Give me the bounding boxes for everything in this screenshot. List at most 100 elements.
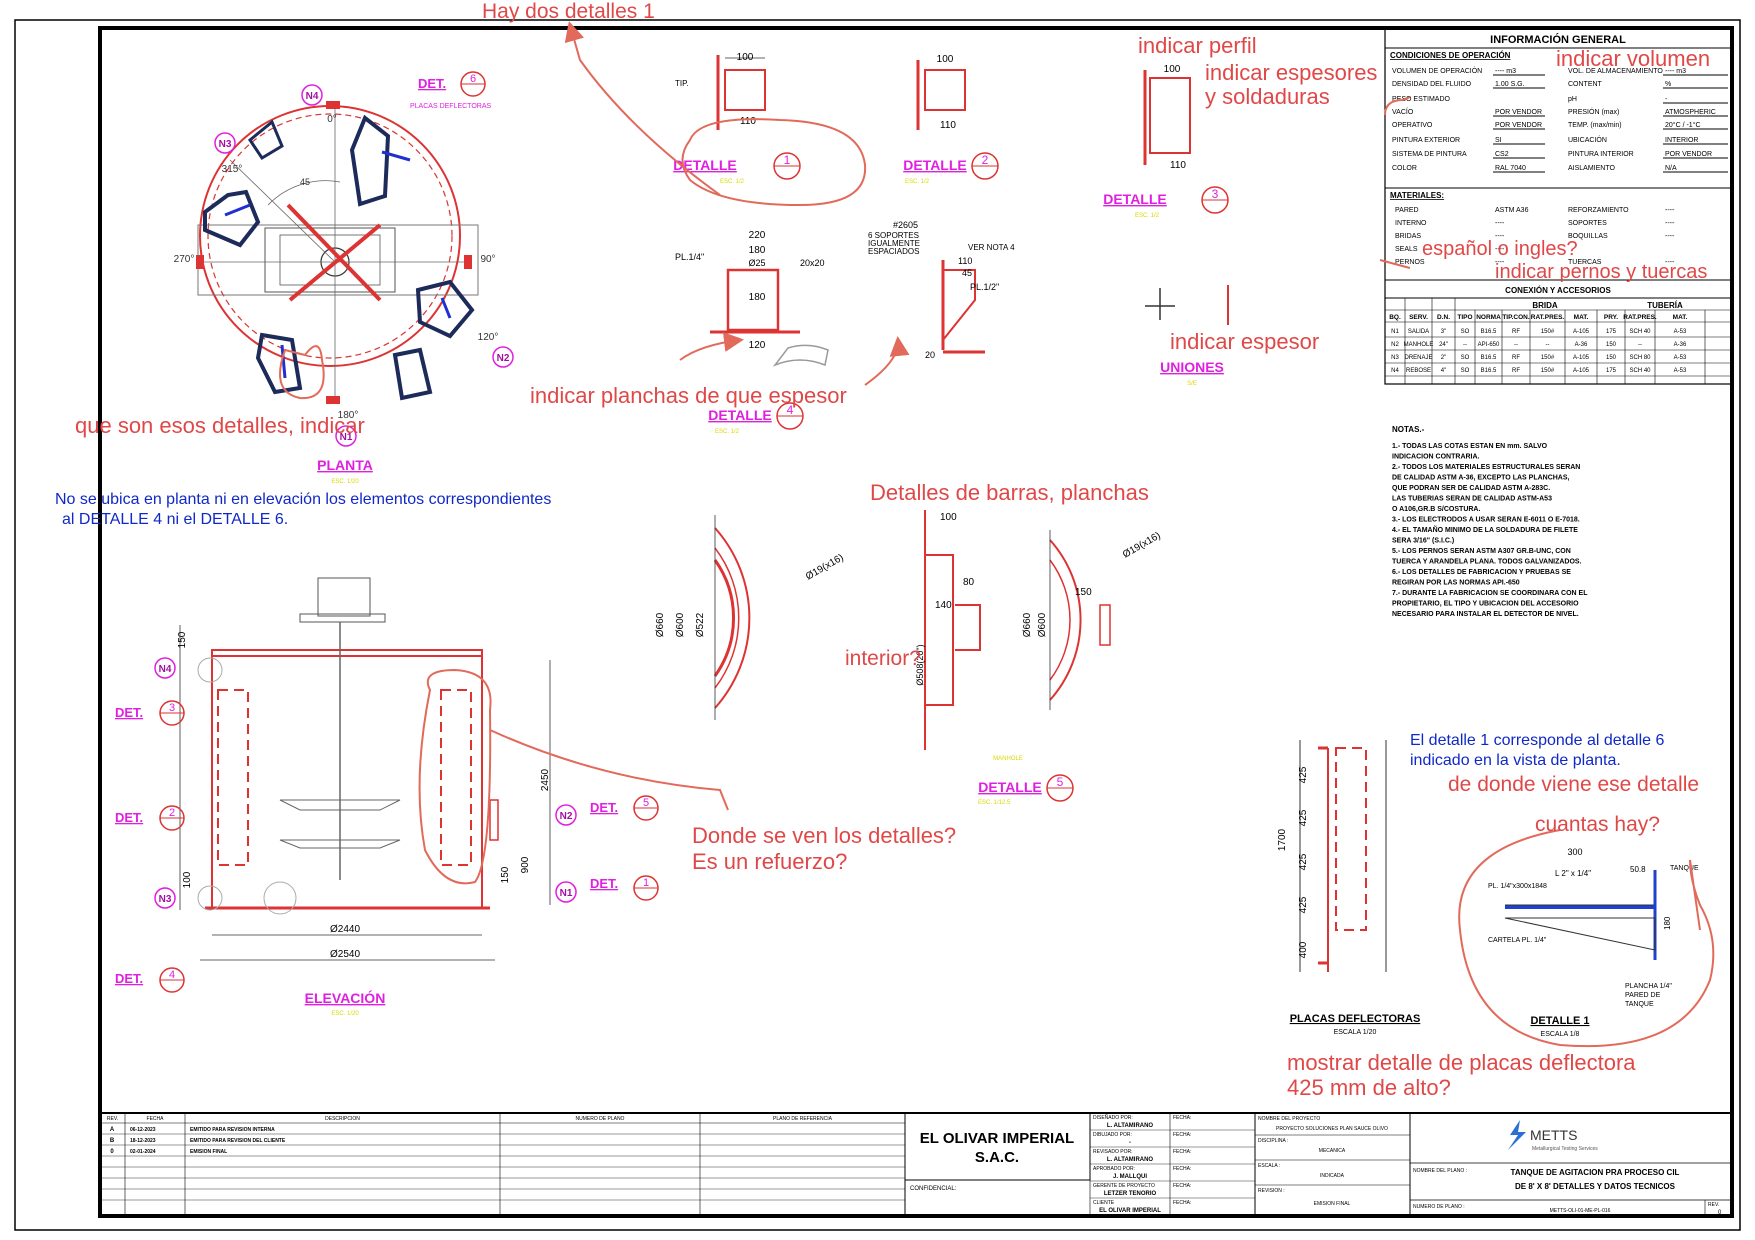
company-name: EL OLIVAR IMPERIAL xyxy=(920,1130,1074,1147)
elev-n3: N3 xyxy=(159,894,172,905)
info-title: INFORMACIÓN GENERAL xyxy=(1490,33,1626,46)
elev-det1-num: 1 xyxy=(643,877,649,889)
note-que-son-detalles: que son esos detalles, indicar xyxy=(75,413,365,438)
blue-note-1: No se ubica en planta ni en elevación lo… xyxy=(55,491,551,508)
conn-cell: SCH 80 xyxy=(1629,355,1651,361)
note-refuerzo: Es un refuerzo? xyxy=(692,849,847,874)
detail-1: 100 TIP. 110 DETALLE 1 ESC. 1/2 xyxy=(673,52,801,185)
note-indicar-volumen: indicar volumen xyxy=(1556,46,1710,71)
review-markup xyxy=(279,21,1715,1048)
conn-cell: 150# xyxy=(1541,368,1555,374)
uniones-scale: S/E xyxy=(1187,381,1197,387)
blue-note-3: El detalle 1 corresponde al detalle 6 xyxy=(1410,732,1664,749)
mat-left-label: PERNOS xyxy=(1395,259,1425,266)
rev-cell: A xyxy=(110,1127,115,1133)
escala-label: ESCALA : xyxy=(1258,1163,1280,1169)
role-value: L. ALTAMIRANO xyxy=(1107,1157,1154,1163)
conn-cell: A-53 xyxy=(1674,355,1687,361)
mat-left-value: ---- xyxy=(1495,233,1505,240)
rev-cell: 0 xyxy=(110,1149,114,1155)
d4-dim-180b: 180 xyxy=(749,292,766,303)
det1b-cartela: CARTELA PL. 1/4" xyxy=(1488,937,1547,944)
elev-det1-label: DET. xyxy=(590,876,618,891)
info-mat-title: MATERIALES: xyxy=(1390,191,1444,200)
plano-name-1: TANQUE DE AGITACION PRA PROCESO CIL xyxy=(1511,1168,1680,1177)
info-left-label: SISTEMA DE PINTURA xyxy=(1392,151,1467,158)
info-left-value: CS2 xyxy=(1495,151,1509,158)
d2-dim-100: 100 xyxy=(937,54,954,65)
conn-header: RAT.PRES. xyxy=(1623,314,1657,321)
elev-det5-label: DET. xyxy=(590,800,618,815)
note-line: INDICACION CONTRARIA. xyxy=(1392,454,1480,461)
conn-cell: 150 xyxy=(1606,342,1617,348)
note-line: 3.- LOS ELECTRODOS A USAR SERAN E-6011 O… xyxy=(1392,517,1580,524)
conn-cell: RF xyxy=(1512,355,1520,361)
elev-dim-2450: 2450 xyxy=(540,768,551,791)
info-right-value: 20°C / -1°C xyxy=(1665,121,1701,129)
role-value: EL OLIVAR IMPERIAL xyxy=(1099,1208,1161,1214)
mat-right-value: ---- xyxy=(1665,220,1675,227)
d3-number: 3 xyxy=(1212,187,1219,201)
conn-cell: N3 xyxy=(1391,355,1399,361)
info-right-label: VOL. DE ALMACENAMIENTO xyxy=(1568,68,1663,75)
d4-dim-120: 120 xyxy=(749,340,766,351)
info-left-label: PESO ESTIMADO xyxy=(1392,96,1451,103)
mat-left-label: SEALS xyxy=(1395,246,1418,253)
conn-group: BRIDA xyxy=(1532,301,1558,310)
det1b-angle: L 2" x 1/4" xyxy=(1555,869,1591,878)
role-date: FECHA: xyxy=(1173,1166,1191,1172)
note-line: 1.- TODAS LAS COTAS ESTAN EN mm. SALVO xyxy=(1392,443,1548,450)
d1-label: DETALLE xyxy=(673,157,737,173)
det1b-180: 180 xyxy=(1663,916,1672,930)
mat-right-label: REFORZAMIENTO xyxy=(1568,207,1629,214)
d4-dim-220: 220 xyxy=(749,230,766,241)
mh-80: 80 xyxy=(963,577,975,588)
proyecto-value: PROYECTO SOLUCIONES PLAN SAUCE OLIVO xyxy=(1276,1126,1388,1132)
elevation-title: ELEVACIÓN xyxy=(305,989,386,1006)
notes: NOTAS.-1.- TODAS LAS COTAS ESTAN EN mm. … xyxy=(1392,425,1588,618)
note-line: LAS TUBERIAS SERAN DE CALIDAD ASTM-A53 xyxy=(1392,496,1552,503)
d4-pl: PL.1/4" xyxy=(675,252,704,262)
conn-cell: RF xyxy=(1512,329,1520,335)
note-indicar-perfil: indicar perfil xyxy=(1138,33,1257,58)
note-425mm: 425 mm de alto? xyxy=(1287,1075,1451,1100)
mat-left-value: ---- xyxy=(1495,246,1505,253)
numero-label: NUMERO DE PLANO : xyxy=(1413,1204,1465,1210)
d1-tip: TIP. xyxy=(675,79,689,88)
conn-cell: A-36 xyxy=(1674,342,1687,348)
conn-cell: A-53 xyxy=(1674,368,1687,374)
info-right-label: AISLAMIENTO xyxy=(1568,165,1615,172)
outer-frame xyxy=(14,19,1741,1231)
conn-cell: 4" xyxy=(1441,368,1446,374)
conn-header: RAT.PRES. xyxy=(1531,314,1565,321)
baffle-scale: ESCALA 1/20 xyxy=(1334,1029,1377,1036)
conn-cell: SO xyxy=(1461,368,1470,374)
d2-dim-110: 110 xyxy=(940,120,956,131)
mat-left-value: ASTM A36 xyxy=(1495,207,1529,214)
conn-header: TIP.CON. xyxy=(1502,314,1530,321)
info-left-label: VOLUMEN DE OPERACIÓN xyxy=(1392,66,1482,75)
sop-nota: VER NOTA 4 xyxy=(968,243,1015,252)
d4-number: 4 xyxy=(787,403,794,417)
elev-n2: N2 xyxy=(560,811,573,822)
flange-522: Ø522 xyxy=(695,612,706,637)
note-mostrar-detalle: mostrar detalle de placas deflectora xyxy=(1287,1050,1636,1075)
review-text: Hay dos detalles 1 indicar perfil indica… xyxy=(75,0,1710,1100)
rev-cell: 02-01-2024 xyxy=(130,1149,156,1155)
blue-note-2: al DETALLE 4 ni el DETALLE 6. xyxy=(62,511,288,528)
role-label: APROBADO POR: xyxy=(1093,1166,1135,1172)
info-right-value: - xyxy=(1665,96,1668,103)
angle-315: 315° xyxy=(222,164,243,175)
detail-4: 220 180 Ø25 20x20 PL.1/4" 180 120 DETALL… xyxy=(675,230,829,435)
plan-det6-number: 6 xyxy=(470,73,476,85)
angle-45: 45 xyxy=(300,177,310,187)
role-label: DISEÑADO POR: xyxy=(1093,1114,1133,1121)
rev-cell: EMISION FINAL xyxy=(190,1149,227,1155)
info-right-label: pH xyxy=(1568,96,1577,103)
baffle-1700: 1700 xyxy=(1277,828,1288,851)
note-de-donde-viene: de donde viene ese detalle xyxy=(1448,773,1699,796)
mat-right-label: TUERCAS xyxy=(1568,259,1602,266)
support-detail: #2605 6 SOPORTES IGUALMENTE ESPACIADOS V… xyxy=(868,220,1015,360)
